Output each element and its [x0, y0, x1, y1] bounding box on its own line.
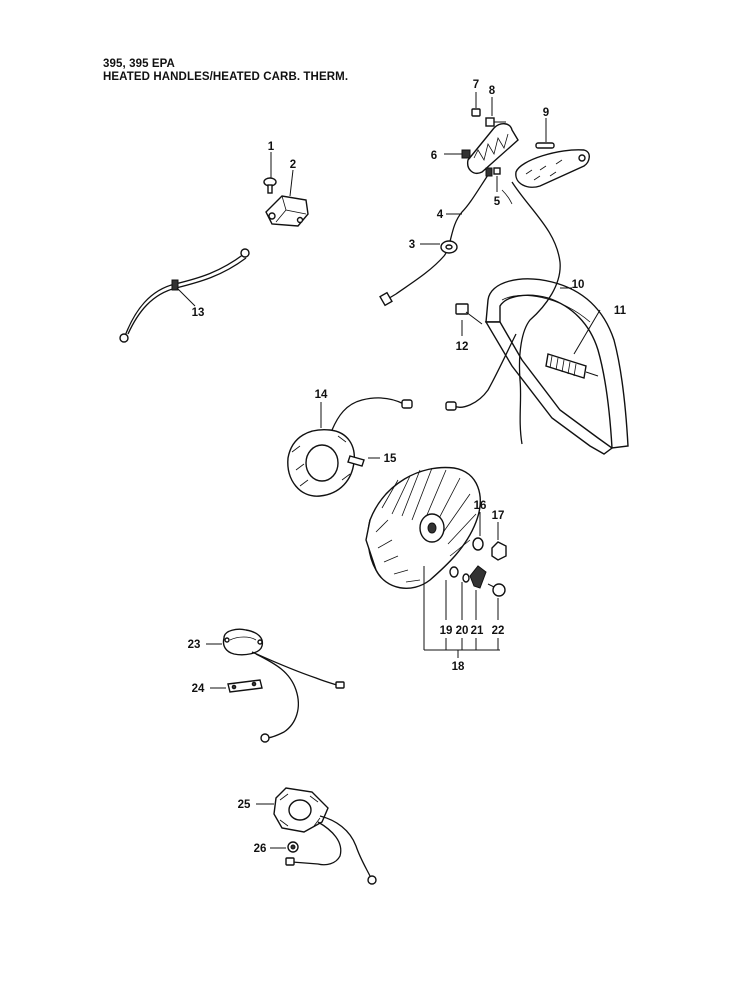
flywheel-group-leaders [423, 566, 500, 658]
diagram-title-block: 395, 395 EPA HEATED HANDLES/HEATED CARB.… [103, 58, 348, 84]
handle-wiring [445, 181, 561, 445]
callout-25: 25 [238, 799, 251, 811]
carb-heater-element-part-25 [256, 787, 377, 885]
handle-bar-part-10 [484, 278, 629, 455]
callout-24: 24 [192, 683, 205, 695]
pawl-part-20 [462, 573, 470, 583]
heater-wire-part-4 [379, 167, 493, 307]
callout-16: 16 [474, 500, 487, 512]
washer-part-16 [472, 512, 484, 551]
bolt-part-12 [455, 303, 483, 336]
assembly-title: HEATED HANDLES/HEATED CARB. THERM. [103, 71, 349, 83]
callout-12: 12 [456, 341, 469, 353]
switch-part-2 [265, 169, 309, 227]
callout-2: 2 [290, 159, 296, 171]
callout-15: 15 [384, 453, 397, 465]
callout-10: 10 [572, 279, 585, 291]
callout-23: 23 [188, 639, 201, 651]
screw-part-5 [493, 167, 501, 192]
callout-1: 1 [268, 141, 275, 153]
ground-cable-part-13 [119, 248, 250, 343]
callout-8: 8 [489, 85, 496, 97]
callout-22: 22 [492, 625, 505, 637]
callout-17: 17 [492, 510, 505, 522]
carb-heater-part-23 [206, 628, 345, 743]
callout-6: 6 [431, 150, 437, 162]
screw-part-1 [263, 152, 277, 194]
grommet-part-3 [420, 240, 458, 254]
screw-part-22 [487, 583, 506, 597]
screw-part-15 [347, 455, 380, 467]
callout-21: 21 [471, 625, 484, 637]
callout-26: 26 [254, 843, 267, 855]
callout-3: 3 [409, 239, 415, 251]
callout-4: 4 [437, 209, 444, 221]
callout-20: 20 [456, 625, 469, 637]
heater-cover-part-9 [515, 118, 590, 188]
clamp-part-24 [210, 679, 263, 693]
nut-part-17 [491, 522, 507, 561]
model-title: 395, 395 EPA [103, 58, 175, 70]
rear-heater-part-11 [545, 309, 601, 379]
spring-part-19 [449, 566, 459, 578]
callout-11: 11 [614, 305, 627, 317]
callout-13: 13 [192, 307, 205, 319]
nut-part-7 [471, 92, 481, 117]
pawl-part-21 [469, 565, 487, 589]
nut-part-26 [270, 841, 299, 853]
callout-14: 14 [315, 389, 328, 401]
ignition-module-part-14 [287, 397, 413, 497]
callout-18: 18 [452, 661, 465, 673]
callout-9: 9 [543, 107, 549, 119]
front-heater-element-part-6 [444, 123, 519, 174]
screw-part-8 [485, 97, 506, 127]
flywheel-part-18 [365, 466, 481, 589]
callout-7: 7 [473, 79, 479, 91]
callout-5: 5 [494, 196, 501, 208]
callout-19: 19 [440, 625, 453, 637]
